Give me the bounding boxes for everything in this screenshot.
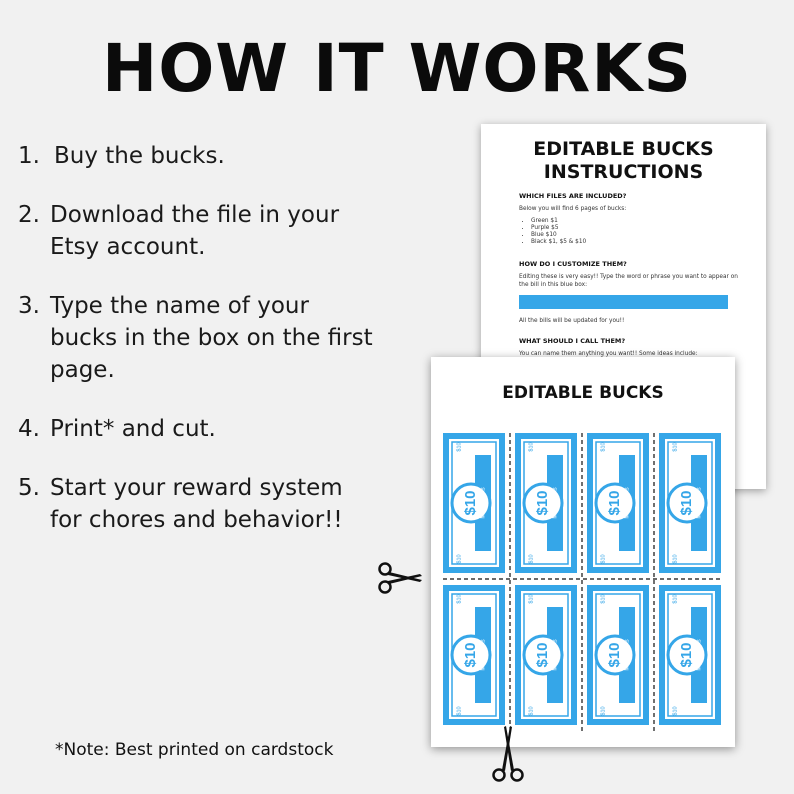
bill-corner-value: $10 [600,554,606,563]
step-number: 2. [18,202,40,228]
bill-seal [450,634,492,676]
bill-corner-value: $10 [456,554,462,563]
step-number: 5. [18,475,40,501]
step-text: Print* and cut. [50,416,216,442]
bill-corner-value: $10 [672,442,678,451]
paragraph: Editing these is very easy!! Type the wo… [519,274,738,288]
bill-name: Mom Bucks [553,639,559,670]
paragraph: You can name them anything you want!! So… [519,351,698,357]
list-item: Purple $5 [531,225,748,232]
step-number: 3. [18,293,40,319]
bill-corner-value: $10 [456,706,462,715]
section-heading: WHAT SHOULD I CALL THEM? [519,337,626,345]
bill-value: $10 [462,642,479,667]
bill-value: $10 [534,642,551,667]
step-4: 4. Print* and cut. [18,413,408,445]
bill-value: $10 [534,490,551,515]
step-text: Buy the bucks. [54,143,225,169]
bill-corner-value: $10 [600,706,606,715]
section-heading: HOW DO I CUSTOMIZE THEM? [519,260,627,268]
bill-corner-value: $10 [528,554,534,563]
bill-name: Mom Bucks [481,487,487,518]
bill-seal [522,634,564,676]
paragraph: Below you will find 6 pages of bucks: [519,206,627,212]
bill-value: $10 [606,490,623,515]
list-item: Black $1, $5 & $10 [531,239,748,246]
step-1: 1. Buy the bucks. [18,140,408,172]
bill-corner-value: $10 [528,442,534,451]
scissors-icon [378,562,422,594]
list-item: Blue $10 [531,232,748,239]
bill-corner-value: $10 [672,554,678,563]
bill-seal [450,482,492,524]
paragraph: All the bills will be updated for you!! [519,318,625,324]
bill-corner-value: $10 [528,594,534,603]
scissors-icon [492,726,524,782]
bill-corner-value: $10 [456,594,462,603]
bill-corner-value: $10 [528,706,534,715]
step-number: 1. [18,143,40,169]
page-title: HOW IT WORKS [101,30,693,107]
name-input-box [519,295,728,309]
section-heading: WHICH FILES ARE INCLUDED? [519,192,627,200]
bill-seal [594,482,636,524]
bill-value: $10 [678,642,695,667]
bill-corner-value: $10 [600,594,606,603]
bill-value: $10 [678,490,695,515]
bill-seal [522,482,564,524]
bill-name: Mom Bucks [625,487,631,518]
bucks-page-title: EDITABLE BUCKS [502,383,664,403]
bill-name: Mom Bucks [697,487,703,518]
bill-name: Mom Bucks [625,639,631,670]
bill-seal [666,482,708,524]
bill-value: $10 [462,490,479,515]
steps-list: 1. Buy the bucks. 2. Download the file i… [18,140,408,563]
bill-corner-value: $10 [600,442,606,451]
bill-corner-value: $10 [672,706,678,715]
cardstock-note: *Note: Best printed on cardstock [55,740,334,760]
bill-corner-value: $10 [672,594,678,603]
bill-corner-value: $10 [456,442,462,451]
bill-name: Mom Bucks [553,487,559,518]
files-list: Green $1 Purple $5 Blue $10 Black $1, $5… [531,218,748,246]
bill-value: $10 [606,642,623,667]
bill-seal [594,634,636,676]
bill-name: Mom Bucks [697,639,703,670]
bill-seal [666,634,708,676]
bill-name: Mom Bucks [481,639,487,670]
step-number: 4. [18,416,40,442]
list-item: Green $1 [531,218,748,225]
